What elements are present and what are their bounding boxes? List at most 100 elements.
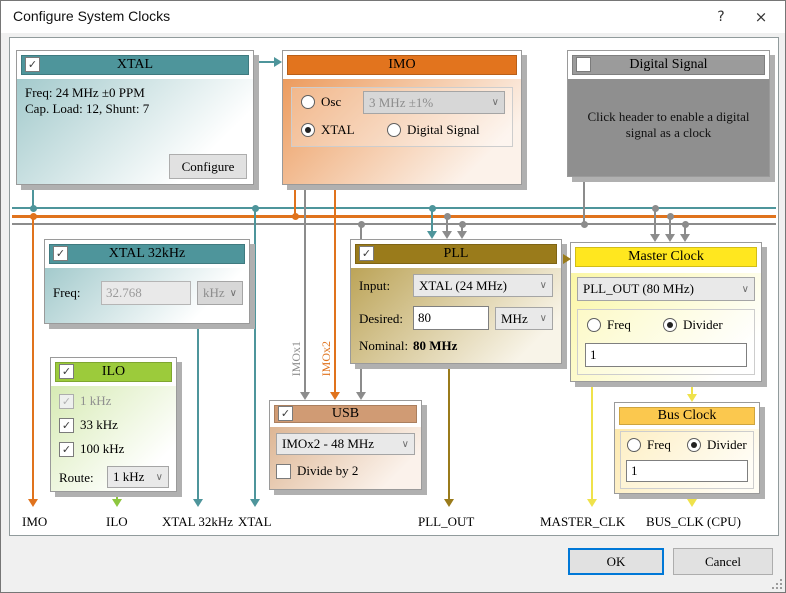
configure-button[interactable]: Configure xyxy=(169,154,247,179)
digital-signal-block-title: Digital Signal xyxy=(629,57,708,72)
xtal-enable-checkbox[interactable]: ✓ xyxy=(25,57,40,72)
xtal-to-bus-wire xyxy=(32,185,34,209)
ilo-1khz-checkbox: ✓ xyxy=(59,393,74,409)
xtal-block-header[interactable]: ✓ XTAL xyxy=(19,53,251,77)
imox1-wire-label: IMOx1 xyxy=(289,341,303,377)
pll-desired-input[interactable]: 80 xyxy=(413,306,489,330)
imo-digital-label: Digital Signal xyxy=(407,122,480,137)
arrow-into-pll-digital xyxy=(457,231,467,239)
ilo-100khz-label: 100 kHz xyxy=(80,441,125,456)
chevron-down-icon: ∨ xyxy=(229,287,237,299)
chevron-down-icon: ∨ xyxy=(741,283,749,295)
imo-output-drop-wire xyxy=(32,217,34,500)
output-label-bus-clk: BUS_CLK (CPU) xyxy=(646,514,741,529)
junction-dot xyxy=(652,205,659,212)
arrow-into-usb-imox2 xyxy=(330,392,340,400)
pll-nominal-label: Nominal: xyxy=(359,338,409,353)
master-clock-block-header[interactable]: Master Clock xyxy=(573,245,759,269)
xtal-to-imo-wire xyxy=(254,61,276,63)
arrow-into-master-clock xyxy=(563,254,571,264)
imo-to-bus-wire xyxy=(294,185,296,217)
ilo-33khz-checkbox[interactable]: ✓ xyxy=(59,417,74,433)
chevron-down-icon: ∨ xyxy=(155,471,163,483)
chevron-down-icon: ∨ xyxy=(539,280,547,291)
output-label-imo: IMO xyxy=(22,514,48,529)
pll-input-imo-wire xyxy=(446,217,448,233)
master-clock-block: Master Clock PLL_OUT (80 MHz) ∨ Freq Div… xyxy=(570,242,762,382)
bus-clock-block-header[interactable]: Bus Clock xyxy=(617,405,757,427)
master-to-busclock-wire xyxy=(691,382,693,396)
xtal32-unit-select[interactable]: kHz ∨ xyxy=(197,281,243,305)
xtal32-enable-checkbox[interactable]: ✓ xyxy=(53,246,68,261)
resize-grip[interactable] xyxy=(772,579,782,589)
cancel-button[interactable]: Cancel xyxy=(673,548,773,575)
pll-input-digital-wire xyxy=(461,225,463,233)
imo-block-header[interactable]: IMO xyxy=(285,53,519,77)
ilo-block-header[interactable]: ✓ ILO xyxy=(53,360,174,384)
master-clk-output-arrow xyxy=(587,499,597,507)
pll-input-xtal-wire xyxy=(431,209,433,233)
usb-divide-label: Divide by 2 xyxy=(297,463,359,478)
busclock-output-wire xyxy=(691,492,693,500)
ilo-block-title: ILO xyxy=(101,364,126,379)
xtal-output-drop-wire xyxy=(254,209,256,500)
xtal32-freq-input[interactable]: 32.768 xyxy=(101,281,191,305)
imo-osc-radio[interactable] xyxy=(301,95,315,109)
pll-output-arrow xyxy=(444,499,454,507)
junction-dot xyxy=(459,221,466,228)
usb-block-title: USB xyxy=(331,406,360,421)
xtal32-freq-label: Freq: xyxy=(53,285,81,300)
xtal-output-arrow xyxy=(250,499,260,507)
close-icon[interactable]: × xyxy=(754,8,768,26)
junction-dot xyxy=(682,221,689,228)
xtal-bus-wire xyxy=(12,207,776,209)
pll-desired-unit-select[interactable]: MHz ∨ xyxy=(495,307,553,330)
master-input-xtal-wire xyxy=(654,209,656,236)
imo-xtal-radio[interactable] xyxy=(301,123,315,137)
arrow-into-imo xyxy=(274,57,282,67)
ilo-100khz-checkbox[interactable]: ✓ xyxy=(59,441,74,457)
chevron-down-icon: ∨ xyxy=(539,313,547,324)
usb-divide-checkbox[interactable] xyxy=(276,463,291,479)
master-source-select[interactable]: PLL_OUT (80 MHz) ∨ xyxy=(577,277,755,301)
pll-input-select[interactable]: XTAL (24 MHz) ∨ xyxy=(413,274,553,297)
ilo-output-wire xyxy=(116,490,118,500)
digital-signal-enable-checkbox[interactable] xyxy=(576,57,591,72)
imox2-wire-label: IMOx2 xyxy=(319,341,333,377)
master-divider-input[interactable]: 1 xyxy=(585,343,747,367)
xtal-block: ✓ XTAL Freq: 24 MHz ±0 PPM Cap. Load: 12… xyxy=(16,50,254,185)
title-bar: Configure System Clocks ? × xyxy=(1,1,785,33)
pll-block-title: PLL xyxy=(443,246,469,261)
ilo-block: ✓ ILO ✓ 1 kHz ✓ 33 kHz ✓ 100 kHz Route: xyxy=(50,357,177,492)
bus-freq-radio[interactable] xyxy=(627,438,641,452)
master-divider-radio[interactable] xyxy=(663,318,677,332)
bus-clock-block: Bus Clock Freq Divider 1 xyxy=(614,402,760,494)
ok-button[interactable]: OK xyxy=(568,548,664,575)
ilo-route-select[interactable]: 1 kHz ∨ xyxy=(107,466,169,488)
bus-divider-radio[interactable] xyxy=(687,438,701,452)
output-label-pll-out: PLL_OUT xyxy=(418,514,475,529)
usb-source-select[interactable]: IMOx2 - 48 MHz ∨ xyxy=(276,433,415,455)
usb-block-header[interactable]: ✓ USB xyxy=(272,403,419,425)
ilo-enable-checkbox[interactable]: ✓ xyxy=(59,364,74,379)
imo-output-arrow xyxy=(28,499,38,507)
clock-diagram-canvas: IMOx1 IMOx2 ✓ XTAL Freq: 24 MHz ±0 PPM C… xyxy=(9,37,779,536)
xtal32-block-header[interactable]: ✓ XTAL 32kHz xyxy=(47,242,247,266)
master-freq-radio[interactable] xyxy=(587,318,601,332)
bus-clk-output-arrow xyxy=(687,499,697,507)
imo-digital-radio[interactable] xyxy=(387,123,401,137)
help-icon[interactable]: ? xyxy=(717,9,725,25)
digital-signal-block-header[interactable]: Digital Signal xyxy=(570,53,767,77)
pll-input-label: Input: xyxy=(359,278,391,293)
arrow-into-pll-xtal xyxy=(427,231,437,239)
imo-osc-freq-select[interactable]: 3 MHz ±1% ∨ xyxy=(363,91,505,114)
usb-enable-checkbox[interactable]: ✓ xyxy=(278,406,293,421)
imo-xtal-label: XTAL xyxy=(321,122,355,137)
arrow-into-bus-clock xyxy=(687,394,697,402)
pll-block-header[interactable]: ✓ PLL xyxy=(353,242,559,266)
pll-enable-checkbox[interactable]: ✓ xyxy=(359,246,374,261)
arrow-into-pll-imo xyxy=(442,231,452,239)
bus-divider-input[interactable]: 1 xyxy=(626,460,748,482)
arrow-into-master-imo xyxy=(665,234,675,242)
